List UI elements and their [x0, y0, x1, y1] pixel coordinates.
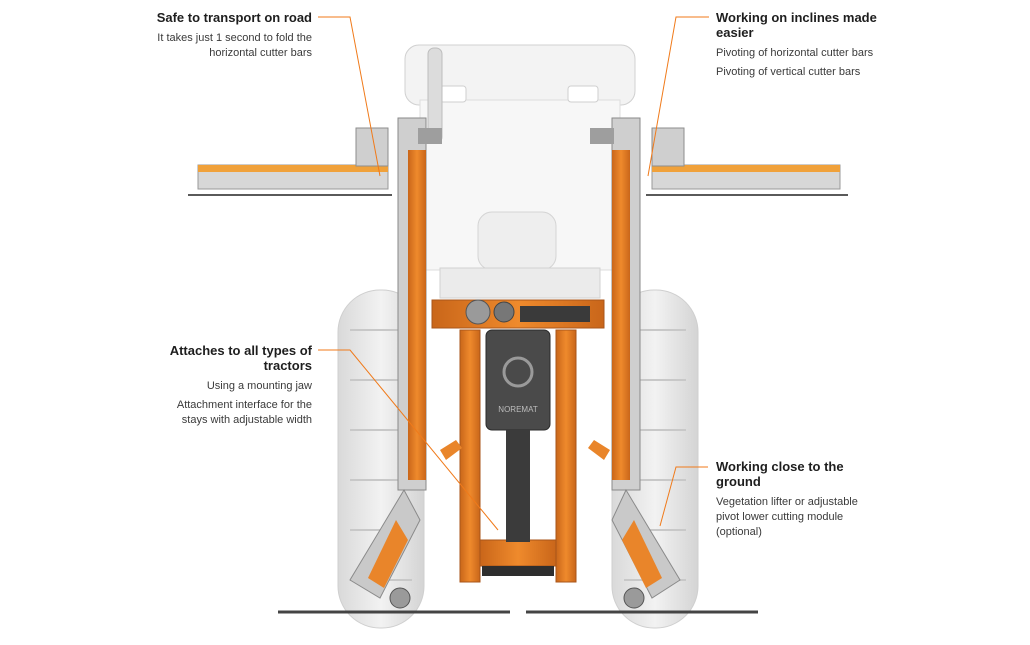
annotation-inclines: Working on inclines made easier Pivoting… [716, 10, 888, 84]
annotation-ground-title: Working close to the ground [716, 459, 844, 489]
leader-line-transport [318, 16, 381, 177]
lower-cutting-modules [278, 488, 758, 614]
annotation-inclines-title: Working on inclines made easier [716, 10, 877, 40]
annotation-transport-line-1: It takes just 1 second to fold the horiz… [157, 32, 312, 59]
tractor-cab [404, 44, 636, 299]
annotation-ground-line-1: Vegetation lifter or adjustable pivot lo… [716, 496, 858, 538]
leader-line-tractors [318, 349, 499, 531]
vertical-masts [397, 117, 641, 491]
leader-line-ground [659, 466, 708, 527]
annotation-tractors-title: Attaches to all types of tractors [169, 343, 312, 373]
annotation-inclines-line-2: Pivoting of vertical cutter bars [716, 66, 861, 78]
annotation-tractors-line-1: Using a mounting jaw [206, 380, 312, 392]
leader-lines [318, 16, 709, 531]
annotation-transport-title: Safe to transport on road [156, 10, 312, 25]
annotation-tractors-line-2: Attachment interface for the stays with … [176, 399, 312, 426]
central-frame: NOREMAT [431, 299, 610, 583]
brand-plate: NOREMAT [498, 405, 538, 414]
annotation-transport: Safe to transport on road It takes just … [140, 10, 312, 65]
leader-line-inclines [647, 16, 709, 177]
annotation-tractors: Attaches to all types of tractors Using … [150, 343, 312, 432]
annotation-inclines-line-1: Pivoting of horizontal cutter bars [716, 47, 874, 59]
annotation-ground: Working close to the ground Vegetation l… [716, 459, 884, 544]
